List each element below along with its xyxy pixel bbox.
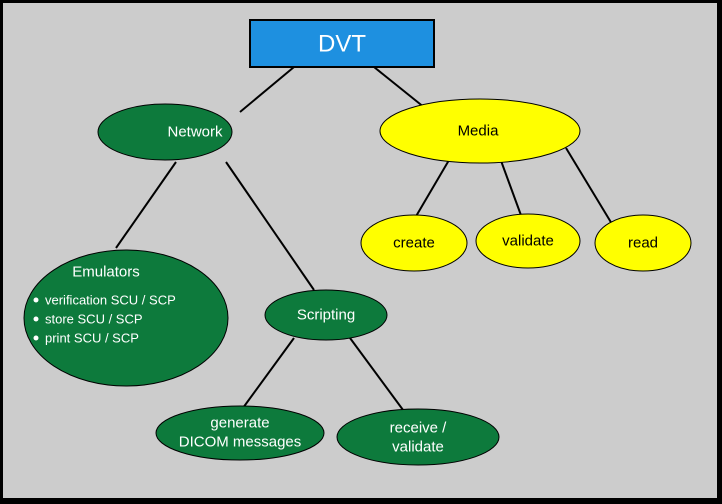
emulator-item-verification: verification SCU / SCP	[45, 293, 176, 308]
emulators-list: verification SCU / SCP store SCU / SCP p…	[33, 293, 176, 346]
connectors	[115, 66, 613, 415]
connector-media-read	[565, 147, 613, 225]
read-label: read	[628, 235, 658, 252]
emulators-node: Emulators verification SCU / SCP store S…	[23, 249, 229, 387]
validate-ellipse	[475, 213, 581, 269]
generate-label-line1: generate	[210, 415, 269, 432]
create-label: create	[393, 235, 435, 252]
network-node: Network	[97, 103, 233, 161]
network-ellipse	[97, 103, 233, 161]
connector-scripting-receive	[349, 337, 407, 415]
media-node: Media	[379, 98, 581, 164]
bullet-icon	[33, 335, 39, 341]
generate-node: generate DICOM messages	[155, 405, 325, 461]
connector-dvt-media	[373, 66, 431, 113]
connector-dvt-network	[239, 66, 295, 113]
connector-scripting-generate	[239, 337, 295, 413]
receive-ellipse	[336, 408, 500, 466]
validate-node: validate	[475, 213, 581, 269]
validate-label: validate	[502, 233, 554, 250]
emulator-item-print: print SCU / SCP	[45, 331, 139, 346]
scripting-label: Scripting	[297, 307, 355, 324]
root-node: DVT	[249, 19, 435, 68]
emulators-label: Emulators	[72, 264, 140, 281]
emulators-ellipse	[23, 249, 229, 387]
receive-node: receive / validate	[336, 408, 500, 466]
network-label: Network	[167, 124, 223, 141]
connector-media-create	[414, 154, 453, 219]
root-label: DVT	[318, 31, 366, 58]
connector-network-scripting	[225, 161, 315, 291]
bullet-icon	[33, 316, 39, 322]
create-node: create	[360, 214, 468, 272]
emulator-item-store: store SCU / SCP	[45, 312, 143, 327]
read-node: read	[594, 214, 692, 272]
scripting-node: Scripting	[264, 289, 388, 341]
media-ellipse	[379, 98, 581, 164]
connector-network-emulators	[115, 161, 177, 249]
read-ellipse	[594, 214, 692, 272]
root-box	[249, 19, 435, 68]
generate-ellipse	[155, 405, 325, 461]
generate-label-line2: DICOM messages	[179, 434, 302, 451]
create-ellipse	[360, 214, 468, 272]
bullet-icon	[33, 297, 39, 303]
connector-media-validate	[499, 157, 523, 219]
media-label: Media	[458, 123, 500, 140]
receive-label-line2: validate	[392, 439, 444, 456]
receive-label-line1: receive /	[390, 420, 448, 437]
scripting-ellipse	[264, 289, 388, 341]
